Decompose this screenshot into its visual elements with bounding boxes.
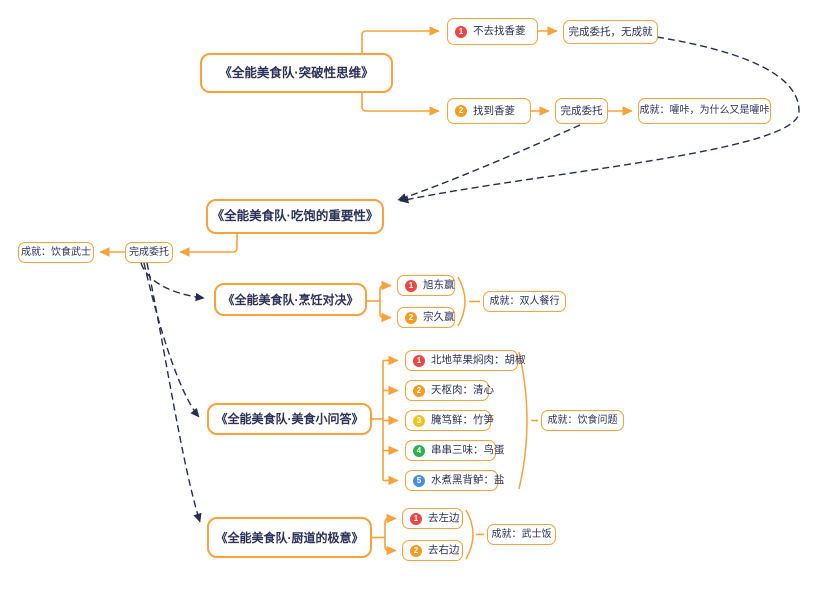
number-1-badge: 1 [405, 279, 417, 292]
node-quest-importance-of-eating: 《全能美食队·吃饱的重要性》 [206, 199, 384, 234]
option-label: 宗久赢 [423, 311, 455, 324]
node-answer-4: 4 串串三味：鸟蛋 [405, 440, 505, 461]
node-achievement-aka: 成就：嚯咔，为什么又是嚯咔 [638, 98, 771, 124]
dashed-complete-top-to-quest2 [397, 124, 581, 202]
node-option-go-right: 2 去右边 [402, 540, 463, 561]
dashed-complete-left-to-quest3 [140, 262, 205, 302]
number-4-badge: 4 [413, 444, 425, 457]
node-quest-breakthrough-thinking: 《全能美食队·突破性思维》 [200, 53, 393, 93]
connector-quest3-to-opt-zongjiu [379, 301, 392, 323]
number-2-badge: 2 [455, 105, 467, 117]
number-1-badge: 1 [455, 25, 467, 38]
option-label: 不去找香菱 [473, 25, 526, 38]
answer-label: 北地苹果焖肉：胡椒 [431, 354, 526, 367]
node-option-go-left: 1 去左边 [402, 508, 463, 529]
node-answer-3: 3 腌笃鲜：竹笋 [405, 410, 494, 431]
node-quest-essence-of-cooking: 《全能美食队·厨道的极意》 [207, 517, 372, 558]
node-option-xudong-wins: 1 旭东赢 [397, 275, 455, 296]
answer-label: 腌笃鲜：竹笋 [431, 414, 494, 427]
node-quest-cooking-duel: 《全能美食队·烹饪对决》 [214, 283, 367, 316]
node-option-not-find-xiangling: 1 不去找香菱 [447, 18, 538, 45]
number-1-badge: 1 [410, 512, 422, 525]
answer-label: 天枢肉：清心 [431, 384, 494, 397]
brace-quest4-answers [518, 351, 528, 490]
node-achievement-duo-dining: 成就：双人餐行 [483, 291, 566, 312]
dashed-result-to-quest2 [399, 36, 800, 204]
connector-quest3-to-opt-xudong [379, 280, 392, 301]
node-answer-1: 1 北地苹果焖肉：胡椒 [405, 350, 526, 371]
node-quest-food-quiz: 《全能美食队·美食小问答》 [207, 403, 372, 435]
node-complete-no-achievement: 完成委托，无成就 [563, 20, 658, 44]
option-label: 去左边 [428, 512, 460, 525]
connector-quest2-to-complete-left [179, 234, 238, 257]
connector-quest1-to-opt1 [361, 26, 440, 53]
number-1-badge: 1 [413, 354, 425, 367]
connector-quest5-to-opt-right [384, 537, 397, 556]
answer-label: 串串三味：鸟蛋 [431, 444, 505, 457]
node-complete-commission-top: 完成委托 [555, 98, 608, 124]
node-option-zongjiu-wins: 2 宗久赢 [397, 307, 455, 328]
node-answer-2: 2 天枢肉：清心 [405, 380, 494, 401]
node-achievement-food-warrior: 成就：饮食武士 [18, 242, 94, 263]
number-2-badge: 2 [413, 384, 425, 397]
number-3-badge: 3 [413, 414, 425, 427]
connector-quest5-to-opt-left [384, 513, 397, 538]
dashed-complete-left-to-quest5 [146, 262, 202, 523]
brace-quest3-options [457, 276, 466, 327]
number-5-badge: 5 [413, 474, 425, 487]
option-label: 去右边 [428, 544, 460, 557]
node-option-find-xiangling: 2 找到香菱 [447, 98, 531, 124]
node-achievement-diet-question: 成就：饮食问题 [541, 410, 624, 431]
node-achievement-samurai-meal: 成就：武士饭 [487, 524, 556, 545]
connector-quest1-to-opt2 [361, 93, 440, 116]
node-complete-commission-left: 完成委托 [125, 242, 173, 263]
dashed-complete-left-to-quest4 [143, 262, 200, 418]
brace-quest5-options [465, 509, 474, 560]
node-answer-5: 5 水煮黑背鲈：盐 [405, 470, 505, 491]
option-label: 找到香菱 [473, 104, 515, 117]
number-2-badge: 2 [405, 311, 417, 324]
answer-label: 水煮黑背鲈：盐 [431, 474, 505, 487]
number-2-badge: 2 [410, 544, 422, 557]
option-label: 旭东赢 [423, 279, 455, 292]
